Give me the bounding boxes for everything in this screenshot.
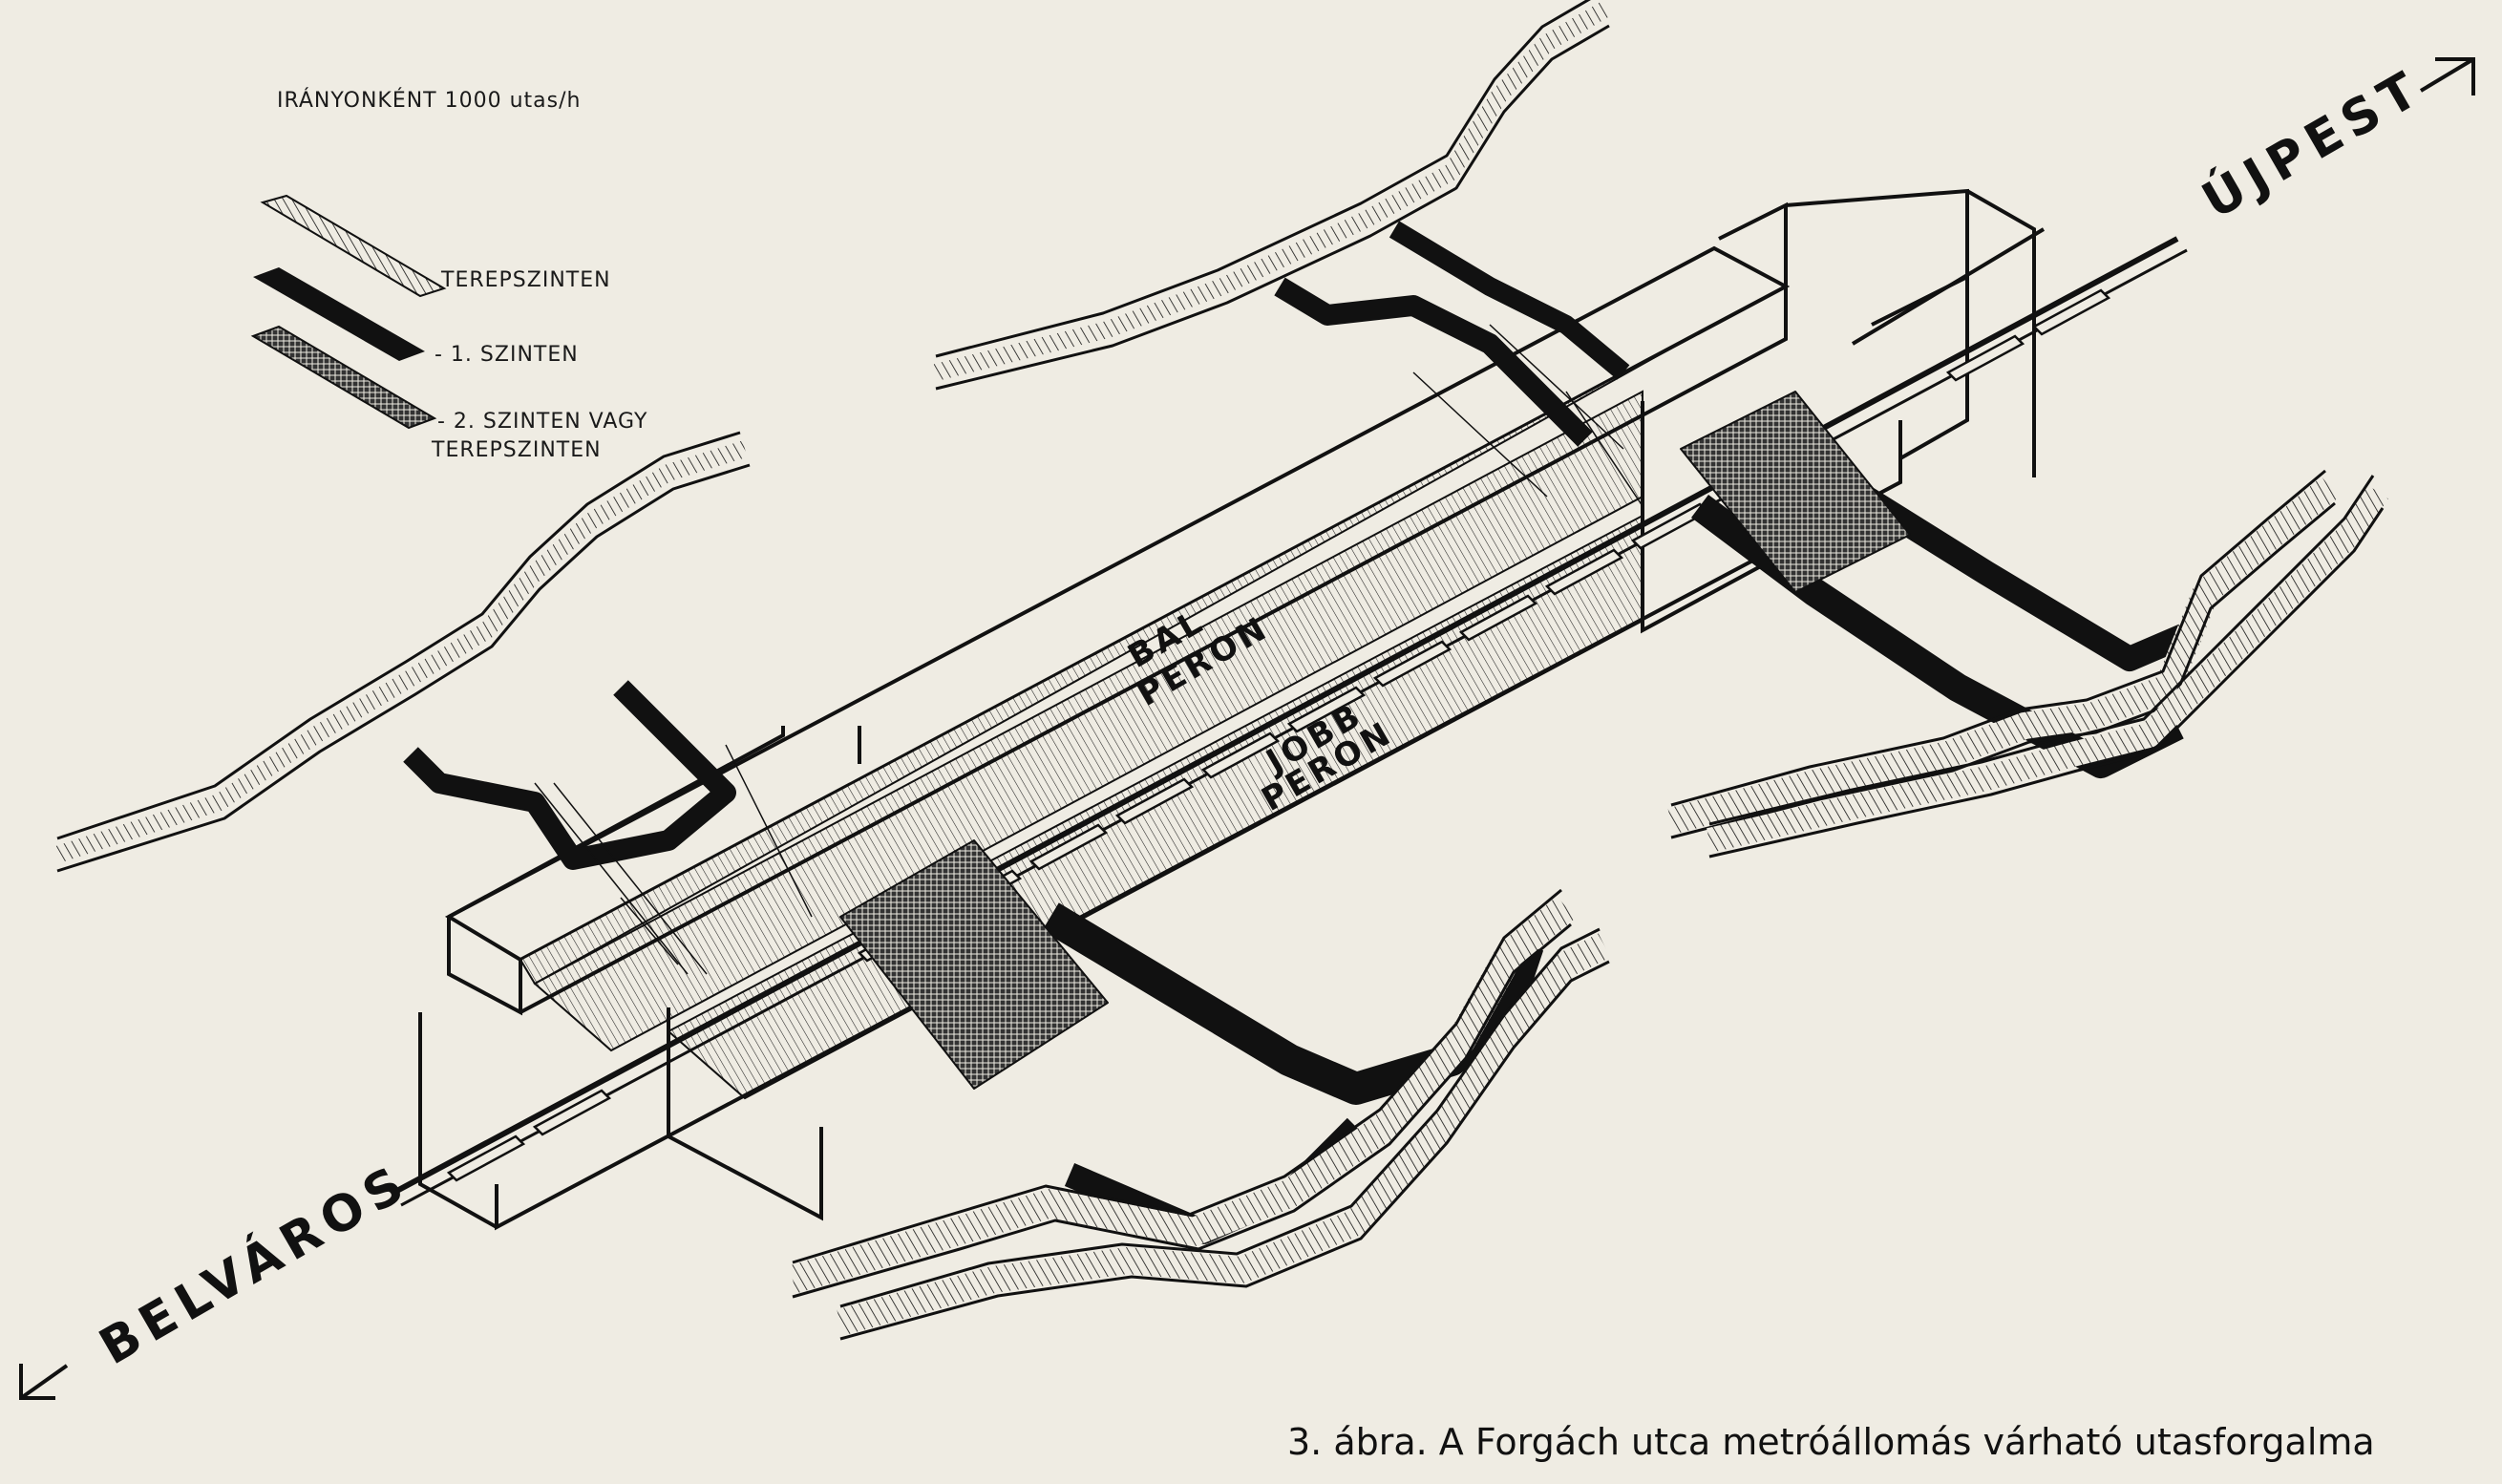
legend-swatch-level-minus2 xyxy=(250,325,437,430)
flow-level-minus2-lower xyxy=(839,839,1109,1090)
arrow-up-right-icon xyxy=(2419,57,2475,95)
direction-label-belvaros: BELVÁROS xyxy=(90,1153,420,1377)
flow-lower-exit-b xyxy=(837,933,1611,1336)
arrow-left-icon xyxy=(19,1364,69,1400)
flow-level-minus1-right xyxy=(1274,277,1593,447)
flow-upper-left-ground xyxy=(54,440,748,863)
legend: IRÁNYONKÉNT 1000 utas/h TEREPSZINTEN - 1… xyxy=(250,88,647,462)
flow-level-minus2-upper xyxy=(1680,391,1911,593)
legend-label-level-minus2-line2: TEREPSZINTEN xyxy=(431,438,602,462)
flow-right-exit-b xyxy=(1707,484,2388,853)
legend-label-level-minus1: - 1. SZINTEN xyxy=(435,343,579,367)
legend-label-ground-level: TEREPSZINTEN xyxy=(440,268,611,292)
flow-lower-corridor xyxy=(1042,902,1544,1105)
legend-label-level-minus2: - 2. SZINTEN VAGY xyxy=(437,410,647,434)
station-box xyxy=(418,188,2046,1231)
left-platform-surface xyxy=(519,286,1787,986)
legend-swatch-level-minus1 xyxy=(253,267,425,361)
flow-lower-exit-a xyxy=(788,896,1576,1294)
legend-swatch-ground-level xyxy=(260,194,447,298)
escalator-lines xyxy=(534,324,1643,975)
flow-bands xyxy=(54,0,2388,1341)
direction-label-ujpest: ÚJPEST xyxy=(2193,56,2434,230)
direction-arrows xyxy=(19,57,2475,1400)
legend-title: IRÁNYONKÉNT 1000 utas/h xyxy=(277,88,581,113)
flow-right-exit-a xyxy=(1667,477,2339,835)
flow-upper-right-ground xyxy=(933,2,1609,381)
figure-caption: 3. ábra. A Forgách utca metróállomás vár… xyxy=(1287,1421,2375,1463)
flow-level-minus1-left xyxy=(403,680,736,870)
